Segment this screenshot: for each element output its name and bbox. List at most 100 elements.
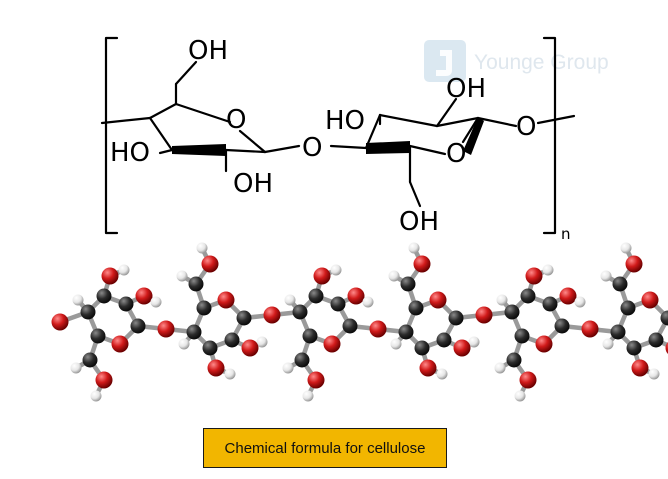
oxygen-atom xyxy=(453,339,471,357)
oxygen-atom xyxy=(525,267,543,285)
hydrogen-atom xyxy=(468,336,480,348)
oxygen-atom xyxy=(323,335,341,353)
carbon-atom xyxy=(554,318,570,334)
watermark: Younge Group xyxy=(424,40,609,82)
atom-bridge-o: O xyxy=(302,133,322,163)
atom-ring-o-right: O xyxy=(446,139,466,169)
carbon-atom xyxy=(96,288,112,304)
carbon-atom xyxy=(648,332,664,348)
atom-ring-o-left: O xyxy=(226,105,246,135)
carbon-atom xyxy=(202,340,218,356)
left-glucose-ring xyxy=(148,60,301,173)
oxygen-atom xyxy=(581,320,599,338)
hydrogen-atom xyxy=(362,296,374,308)
oxygen-atom xyxy=(419,359,437,377)
hydrogen-atom xyxy=(574,296,586,308)
atom-terminal-o: O xyxy=(516,112,536,142)
carbon-atom xyxy=(448,310,464,326)
oxygen-atom xyxy=(241,339,259,357)
carbon-atom xyxy=(660,310,668,326)
carbon-atom xyxy=(308,288,324,304)
oxygen-atom xyxy=(263,306,281,324)
oxygen-atom xyxy=(347,287,365,305)
hydrogen-atom xyxy=(284,294,296,306)
oxygen-atom xyxy=(631,359,649,377)
oxygen-atom xyxy=(101,267,119,285)
atom-labels: OH O HO OH O HO OH O O OH n xyxy=(110,36,571,243)
carbon-atom xyxy=(408,300,424,316)
oxygen-atom xyxy=(641,291,659,309)
hydrogen-atom xyxy=(388,270,400,282)
carbon-atom xyxy=(612,276,628,292)
hydrogen-atom xyxy=(496,294,508,306)
carbon-atom xyxy=(542,296,558,312)
carbon-atom xyxy=(118,296,134,312)
hydrogen-atom xyxy=(70,362,82,374)
oxygen-atom xyxy=(307,371,325,389)
watermark-text: Younge Group xyxy=(474,51,609,74)
carbon-atom xyxy=(196,300,212,316)
carbon-atom xyxy=(436,332,452,348)
oxygen-atom xyxy=(207,359,225,377)
carbon-atom xyxy=(82,352,98,368)
hydrogen-atom xyxy=(602,338,614,350)
hydrogen-atom xyxy=(196,242,208,254)
hydrogen-atom xyxy=(648,368,660,380)
hydrogen-atom xyxy=(224,368,236,380)
ball-and-stick-model xyxy=(51,242,668,402)
hydrogen-atom xyxy=(436,368,448,380)
carbon-atom xyxy=(130,318,146,334)
hydrogen-atom xyxy=(600,270,612,282)
hydrogen-atom xyxy=(150,296,162,308)
hydrogen-atom xyxy=(176,270,188,282)
atom-oh-bottom-right: OH xyxy=(399,207,439,237)
oxygen-atom xyxy=(475,306,493,324)
oxygen-atom xyxy=(135,287,153,305)
carbon-atom xyxy=(620,300,636,316)
carbon-atom xyxy=(294,352,310,368)
right-bracket xyxy=(542,36,557,235)
carbon-atom xyxy=(302,328,318,344)
carbon-atom xyxy=(514,328,530,344)
oxygen-atom xyxy=(51,313,69,331)
caption-text: Chemical formula for cellulose xyxy=(224,439,426,457)
carbon-atom xyxy=(520,288,536,304)
hydrogen-atom xyxy=(514,390,526,402)
carbon-atom xyxy=(80,304,96,320)
carbon-atom xyxy=(610,324,626,340)
carbon-atom xyxy=(188,276,204,292)
hydrogen-atom xyxy=(72,294,84,306)
oxygen-atom xyxy=(519,371,537,389)
oxygen-atom xyxy=(111,335,129,353)
carbon-atom xyxy=(400,276,416,292)
oxygen-atom xyxy=(201,255,219,273)
oxygen-atom xyxy=(429,291,447,309)
atom-oh-top-right: OH xyxy=(446,74,486,104)
hydrogen-atom xyxy=(282,362,294,374)
atom-oh-bottom-left: OH xyxy=(233,169,273,199)
oxygen-atom xyxy=(625,255,643,273)
carbon-atom xyxy=(414,340,430,356)
hydrogen-atom xyxy=(90,390,102,402)
carbon-atom xyxy=(504,304,520,320)
hydrogen-atom xyxy=(330,264,342,276)
carbon-atom xyxy=(330,296,346,312)
carbon-atom xyxy=(236,310,252,326)
carbon-atom xyxy=(224,332,240,348)
logo-badge-icon xyxy=(424,40,466,82)
atom-ho-right: HO xyxy=(325,106,365,136)
atom-oh-top-left: OH xyxy=(188,36,228,66)
oxygen-atom xyxy=(369,320,387,338)
oxygen-atom xyxy=(535,335,553,353)
model-bonds xyxy=(57,245,668,399)
carbon-atom xyxy=(186,324,202,340)
hydrogen-atom xyxy=(494,362,506,374)
oxygen-atom xyxy=(95,371,113,389)
left-bracket xyxy=(104,36,119,235)
repeat-subscript: n xyxy=(561,225,571,243)
hydrogen-atom xyxy=(256,336,268,348)
caption-box: Chemical formula for cellulose xyxy=(203,428,447,468)
right-glucose-ring xyxy=(329,97,518,208)
hydrogen-atom xyxy=(408,242,420,254)
oxygen-atom xyxy=(313,267,331,285)
